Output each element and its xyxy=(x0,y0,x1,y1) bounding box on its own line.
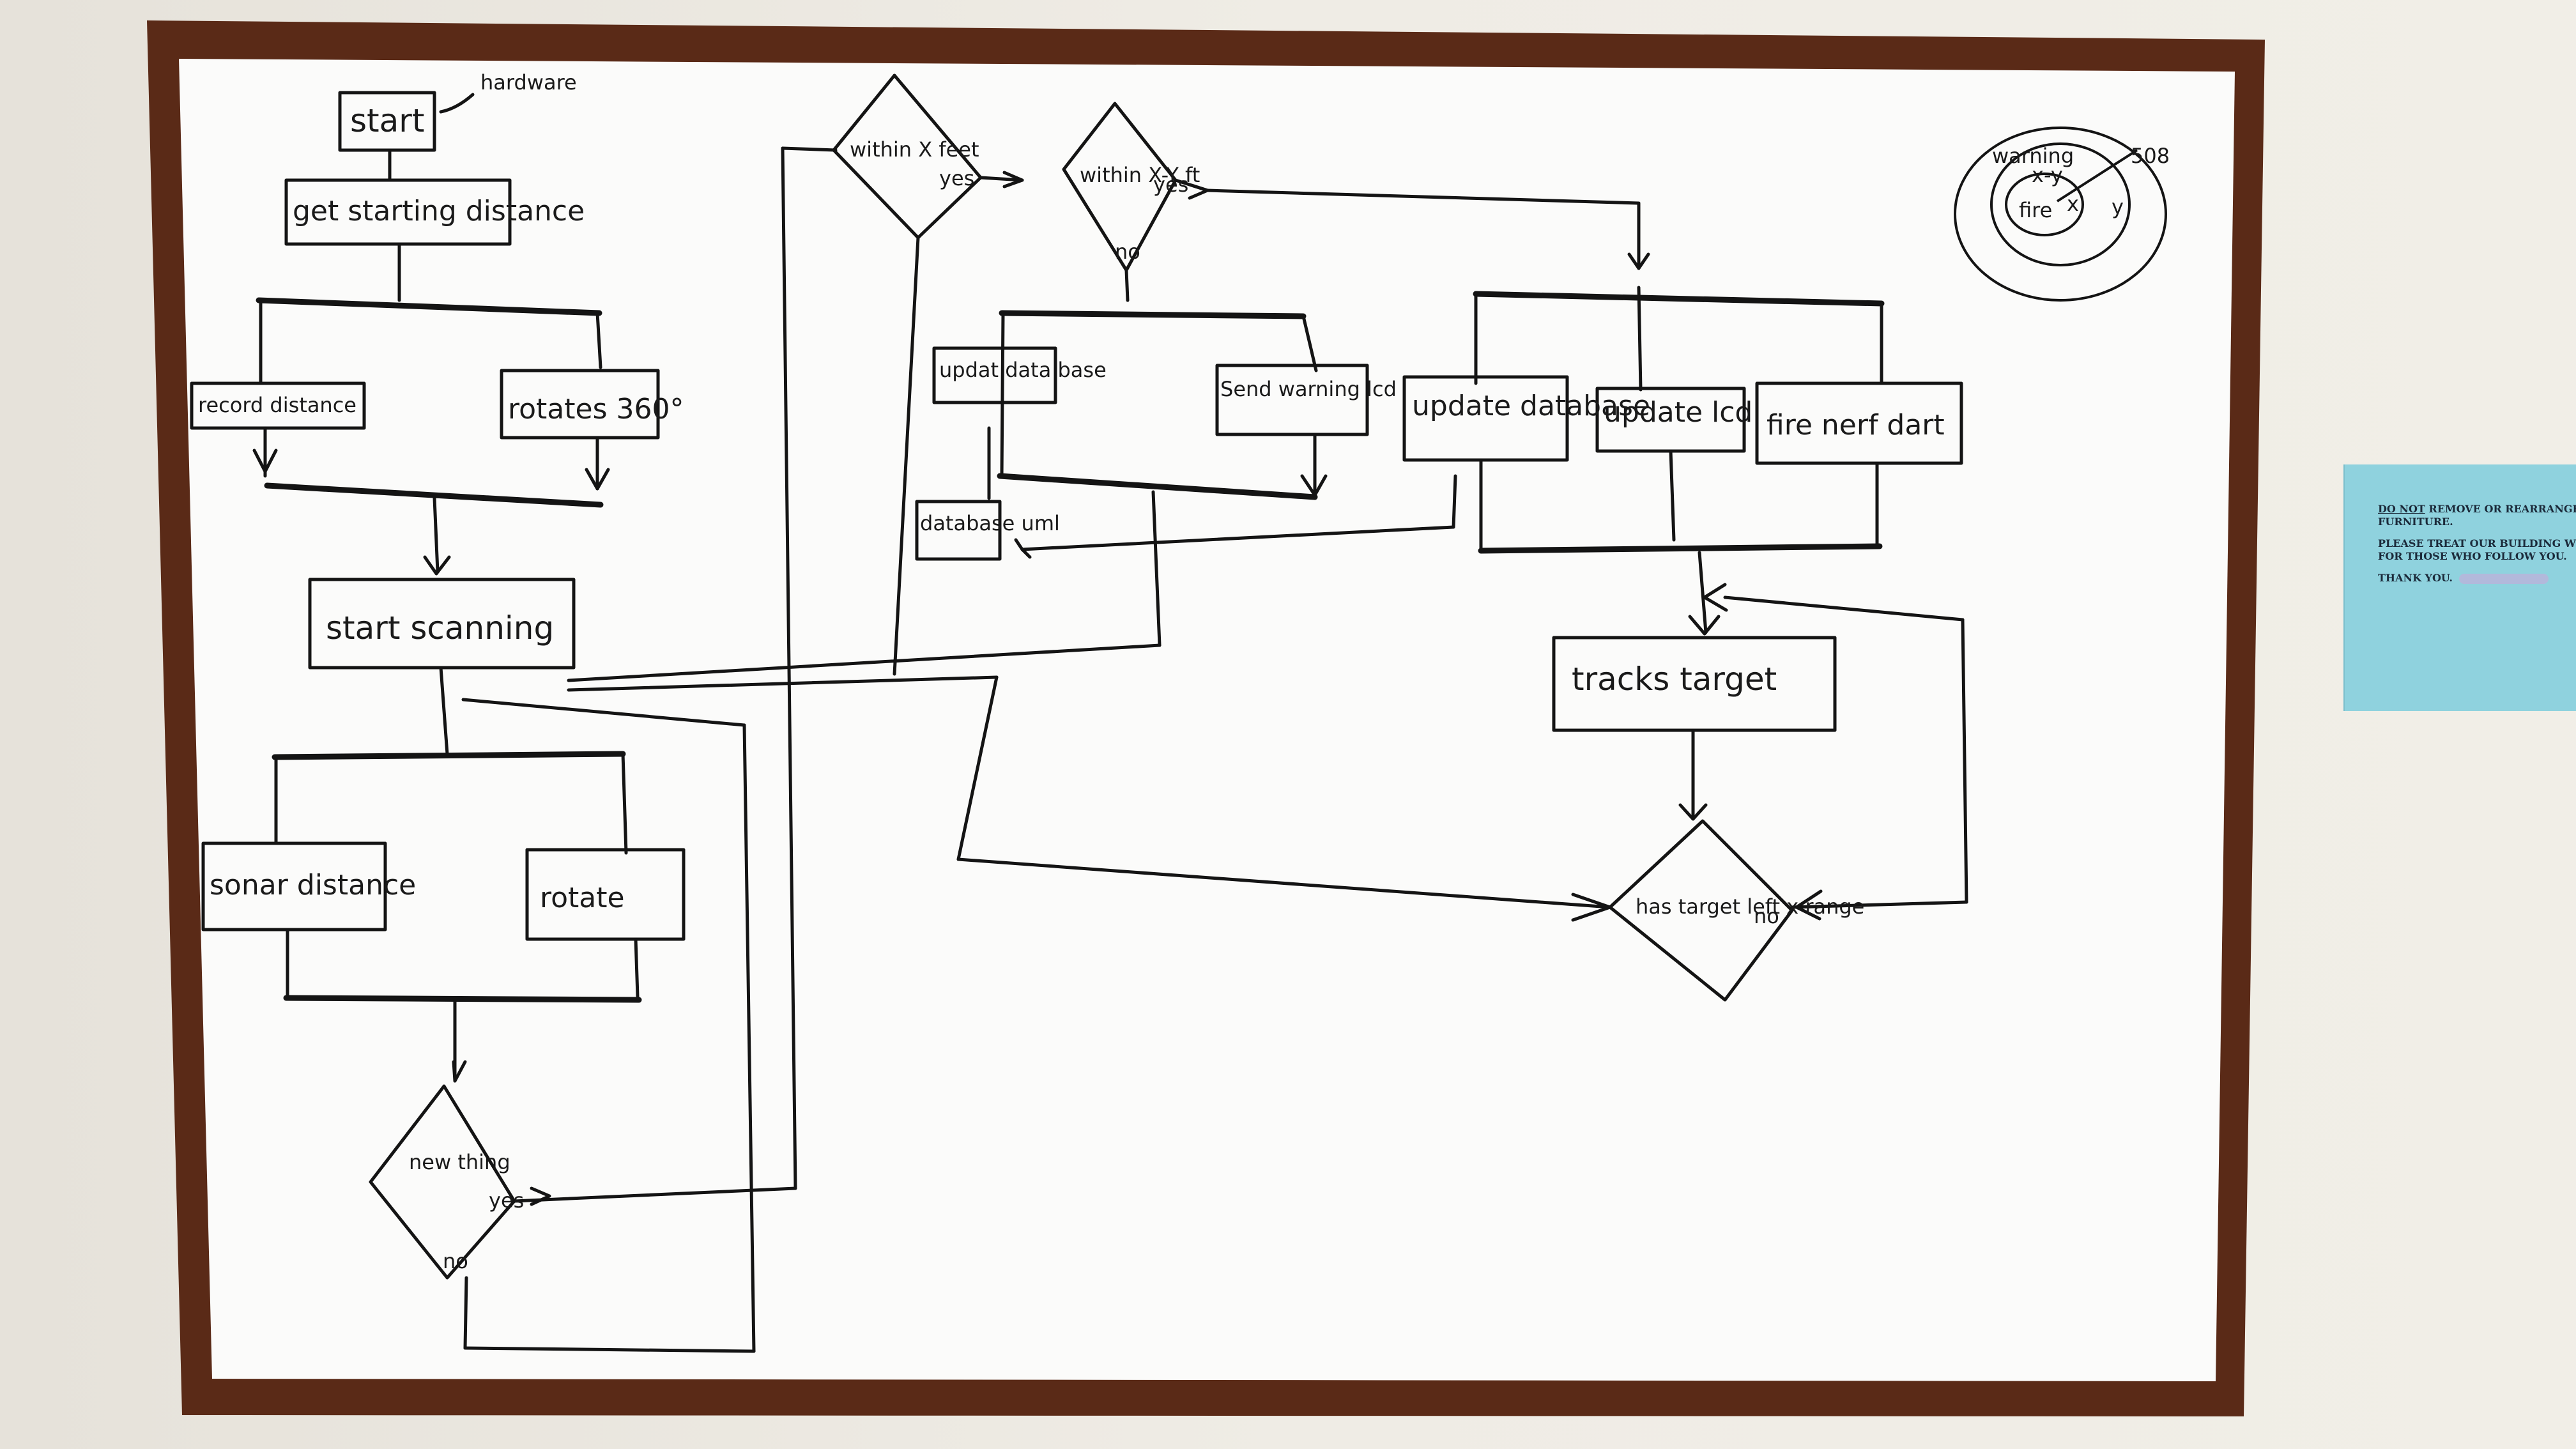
rotate-box xyxy=(525,848,686,941)
get-starting-distance-label: get starting distance xyxy=(293,195,585,227)
record-distance-label: record distance xyxy=(198,393,356,417)
start-label: start xyxy=(350,102,424,139)
update-database-left-box xyxy=(932,346,1057,404)
notice-line4: FOR THOSE WHO FOLLOW YOU. xyxy=(2378,550,2567,562)
update-lcd-label: update lcd xyxy=(1604,396,1752,429)
corner-x-label: x xyxy=(2067,192,2079,216)
wall-notice-sign: DO NOT REMOVE OR REARRANGE THEFURNITURE.… xyxy=(2343,464,2576,711)
notice-line5: THANK YOU. xyxy=(2378,572,2453,584)
database-uml-box xyxy=(915,500,1002,561)
has-target-left-range-label: has target left x range xyxy=(1636,894,1864,919)
start-scanning-label: start scanning xyxy=(326,610,554,647)
corner-xy-label: x-y xyxy=(2032,163,2063,187)
corner-fire-label: fire xyxy=(2019,198,2052,222)
notice-line1: REMOVE OR REARRANGE THE xyxy=(2428,503,2576,515)
within-x-feet-label: within X feet xyxy=(850,137,979,162)
hardware-note: hardware xyxy=(480,70,577,95)
update-database-right-label: update database xyxy=(1412,390,1650,422)
no-label-1: no xyxy=(1115,240,1140,264)
rotate-label: rotate xyxy=(540,882,625,914)
has-target-left-range-decision xyxy=(1608,819,1794,1002)
yes-label-2: yes xyxy=(1153,172,1188,197)
whiteboard-surface xyxy=(179,59,2235,1381)
outer-range-circle xyxy=(1954,126,2167,302)
send-warning-lcd-box xyxy=(1215,364,1369,436)
yes-label-3: yes xyxy=(489,1188,524,1213)
notice-line3: PLEASE TREAT OUR BUILDING WITH xyxy=(2378,537,2576,549)
new-thing-decision xyxy=(369,1084,516,1280)
tracks-target-label: tracks target xyxy=(1572,661,1777,698)
yes-label-1: yes xyxy=(939,166,974,190)
no-label-2: no xyxy=(443,1249,468,1273)
sonar-distance-box xyxy=(201,841,387,931)
fire-nerf-dart-box xyxy=(1755,381,1963,465)
redacted-signature xyxy=(2458,573,2549,584)
database-uml-label: database uml xyxy=(920,511,1060,535)
record-distance-box xyxy=(190,381,366,430)
update-database-right-box xyxy=(1402,375,1569,462)
fire-zone-circle xyxy=(2005,172,2084,236)
fire-nerf-dart-label: fire nerf dart xyxy=(1767,409,1945,441)
update-database-left-label: updat data base xyxy=(939,358,1107,382)
no-label-3: no xyxy=(1754,904,1779,928)
new-thing-label: new thing xyxy=(409,1150,510,1174)
notice-do-not: DO NOT xyxy=(2378,503,2425,515)
notice-line2: FURNITURE. xyxy=(2378,516,2453,528)
warning-ring-circle xyxy=(1990,142,2131,266)
start-box xyxy=(338,91,436,152)
corner-508-label: 508 xyxy=(2131,144,2170,168)
within-x-y-ft-label: within X-Y ft xyxy=(1080,163,1200,187)
send-warning-lcd-label: Send warning lcd xyxy=(1220,377,1397,401)
corner-warning-label: warning xyxy=(1992,144,2074,168)
hardware-arrow xyxy=(439,93,475,114)
rotates-360-label: rotates 360° xyxy=(508,393,684,425)
rotates-360-box xyxy=(500,369,660,440)
corner-y-label: y xyxy=(2112,195,2124,219)
sonar-distance-label: sonar distance xyxy=(210,869,416,901)
